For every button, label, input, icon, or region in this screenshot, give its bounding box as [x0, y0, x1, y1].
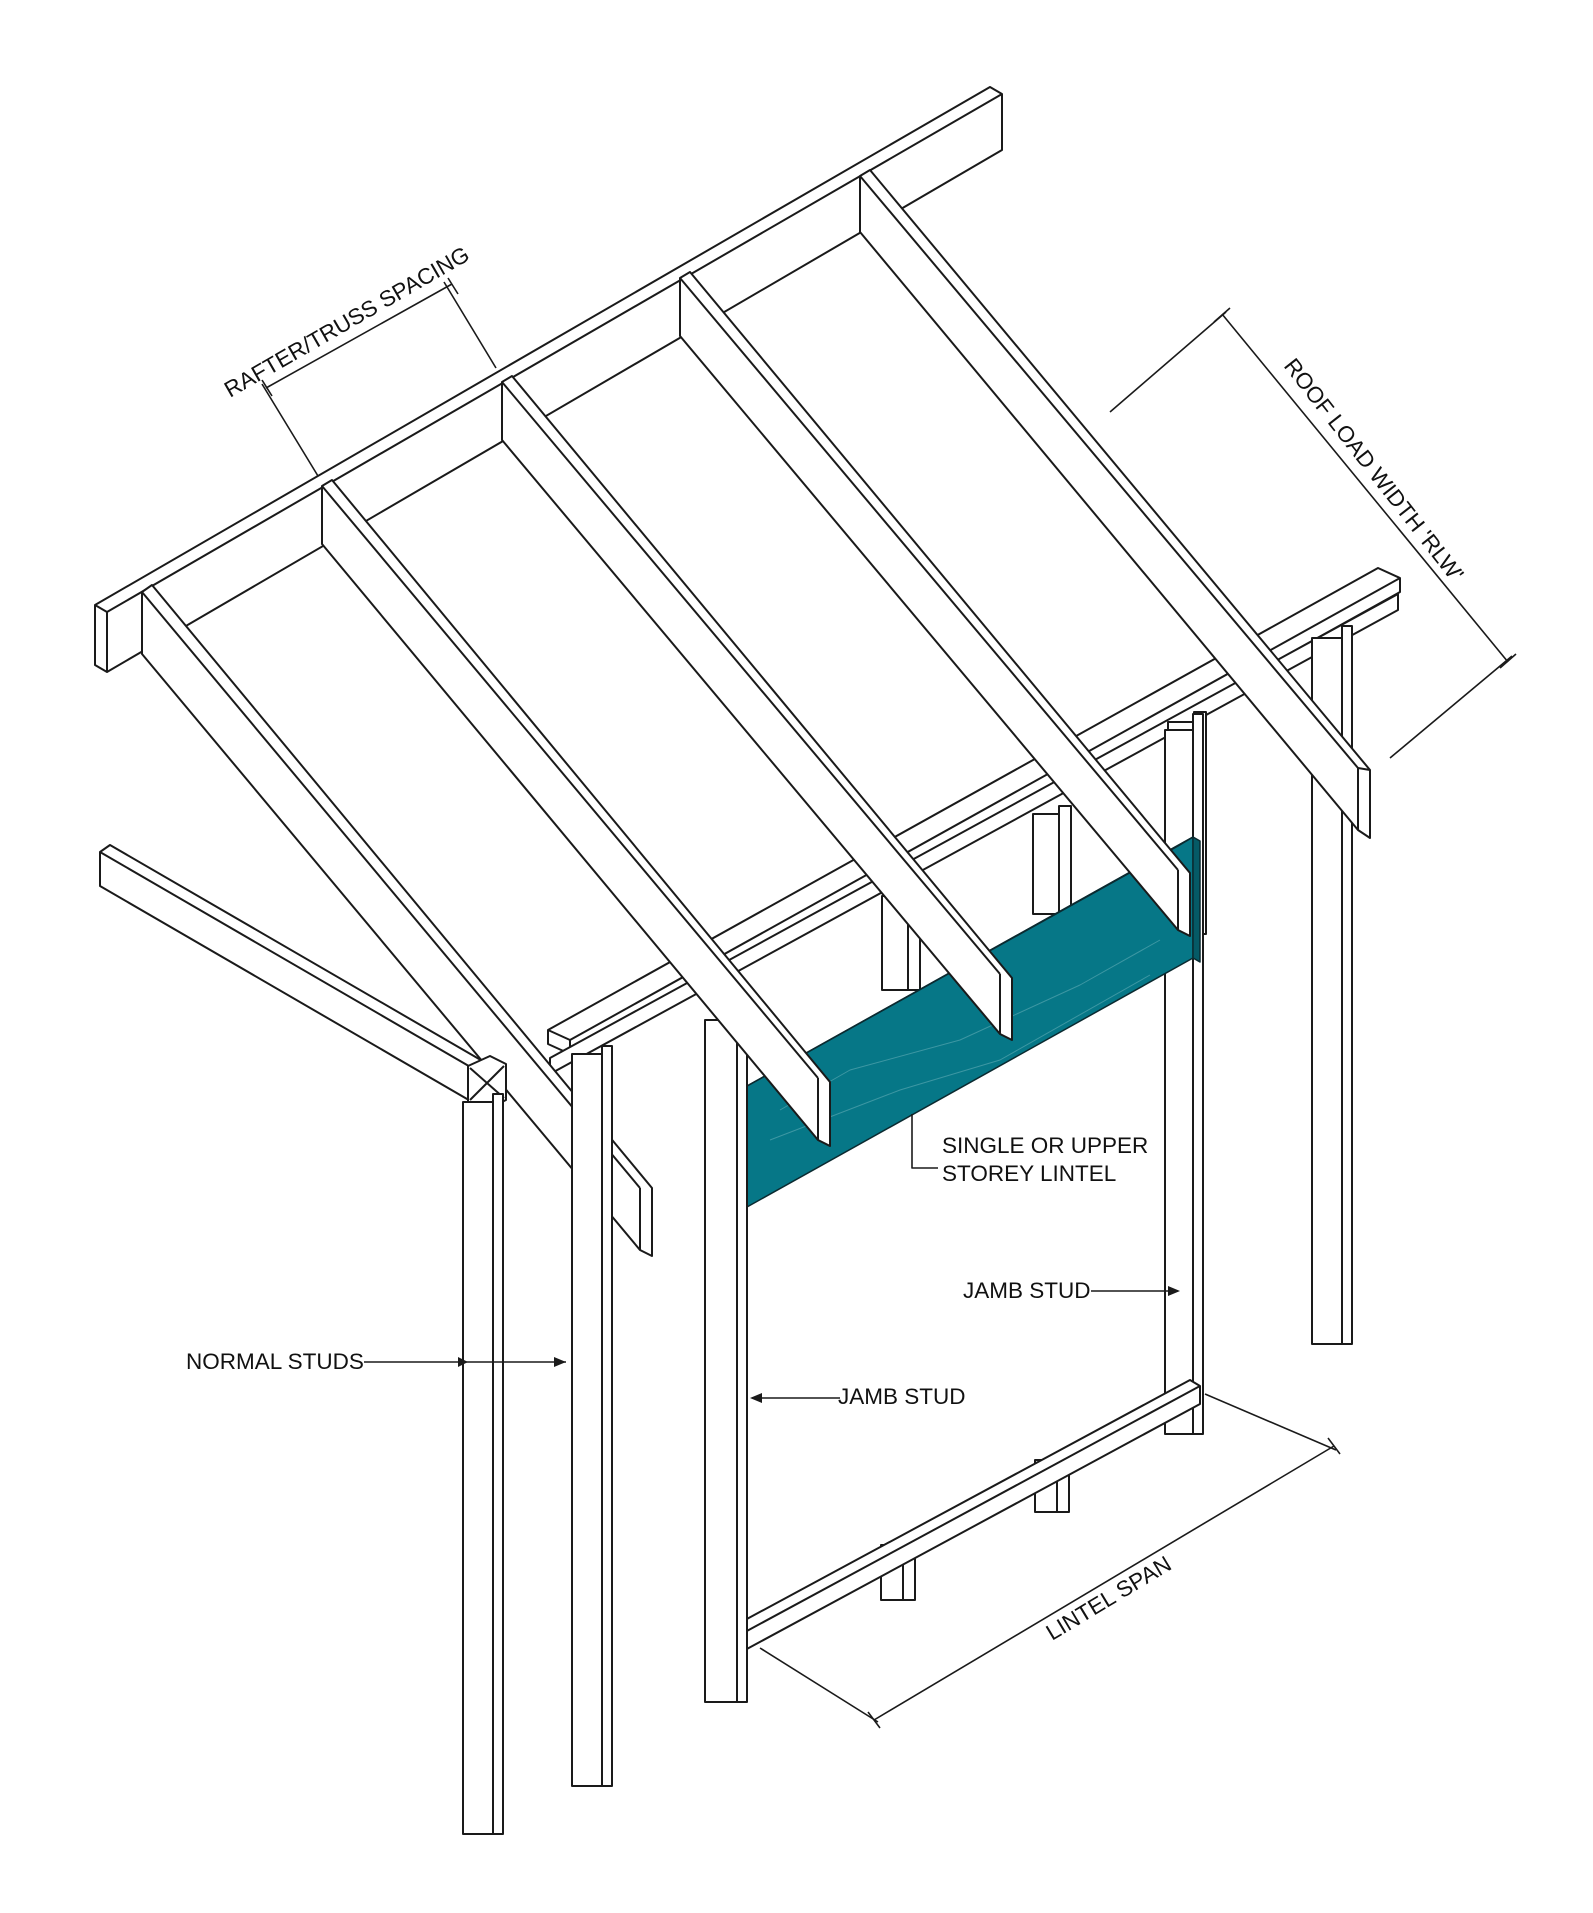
- lintel-leader: [911, 1114, 938, 1169]
- rlw-ext-bottom: [1389, 655, 1513, 759]
- normal-stud-2: [571, 1045, 613, 1787]
- rlw-ext-top: [1109, 311, 1227, 413]
- rafter-4: [679, 271, 1191, 937]
- dimension-lines: [261, 277, 1517, 1729]
- rafter-5: [859, 169, 1371, 839]
- roof-load-width-label: ROOF LOAD WIDTH 'RLW': [1279, 354, 1468, 587]
- lintel-label-line1: SINGLE OR UPPER: [942, 1133, 1148, 1158]
- jamb-stud-right-label: JAMB STUD: [963, 1278, 1091, 1303]
- lintel-span-label: LINTEL SPAN: [1042, 1551, 1176, 1645]
- lintel-span-ext-right: [1204, 1393, 1337, 1451]
- lintel-span-dim: [873, 1445, 1335, 1721]
- lintel-span-ext-left: [759, 1647, 879, 1723]
- rafter-2: [321, 479, 831, 1147]
- rafter-spacing-ext-left: [261, 383, 319, 477]
- rlw-dim: [1221, 313, 1509, 663]
- lintel-label-line2: STOREY LINTEL: [942, 1161, 1116, 1186]
- rafter-3: [501, 375, 1013, 1041]
- rafter-1: [141, 584, 653, 1257]
- jamb-stud-right: [1164, 713, 1204, 1435]
- normal-studs-label: NORMAL STUDS: [186, 1349, 364, 1374]
- sill-trimmer: [734, 1379, 1201, 1651]
- rafter-spacing-label: RAFTER/TRUSS SPACING: [220, 241, 474, 402]
- arrowheads: [458, 1286, 1180, 1403]
- normal-stud-corner: [462, 1093, 504, 1835]
- stud-back-1: [1032, 805, 1072, 915]
- rafter-spacing-dim: [265, 283, 453, 389]
- jamb-stud-left: [704, 1011, 748, 1703]
- rafter-spacing-ext-right: [443, 281, 497, 369]
- jamb-stud-left-label: JAMB STUD: [838, 1384, 966, 1409]
